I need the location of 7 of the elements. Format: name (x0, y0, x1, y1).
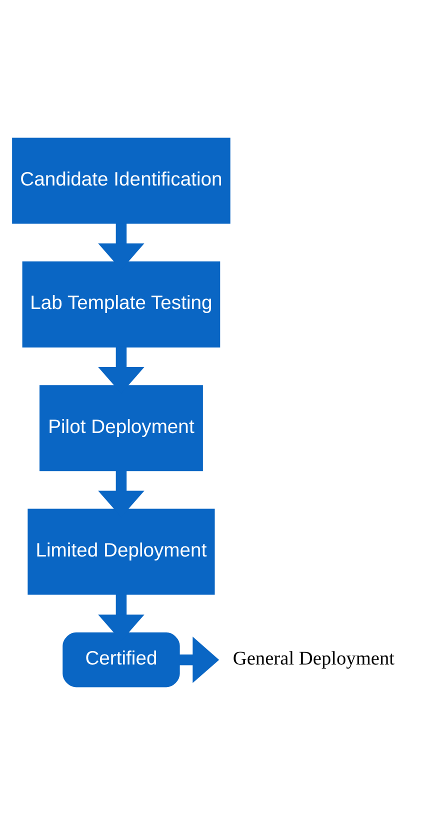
node-box: Limited Deployment (28, 508, 215, 595)
node-box: Certified (62, 632, 180, 688)
node-box: Candidate Identification (12, 138, 230, 224)
arrow (180, 636, 220, 683)
node-box: Lab Template Testing (22, 261, 220, 348)
node-box: Pilot Deployment (40, 385, 203, 472)
node-text: General Deployment (232, 648, 395, 670)
